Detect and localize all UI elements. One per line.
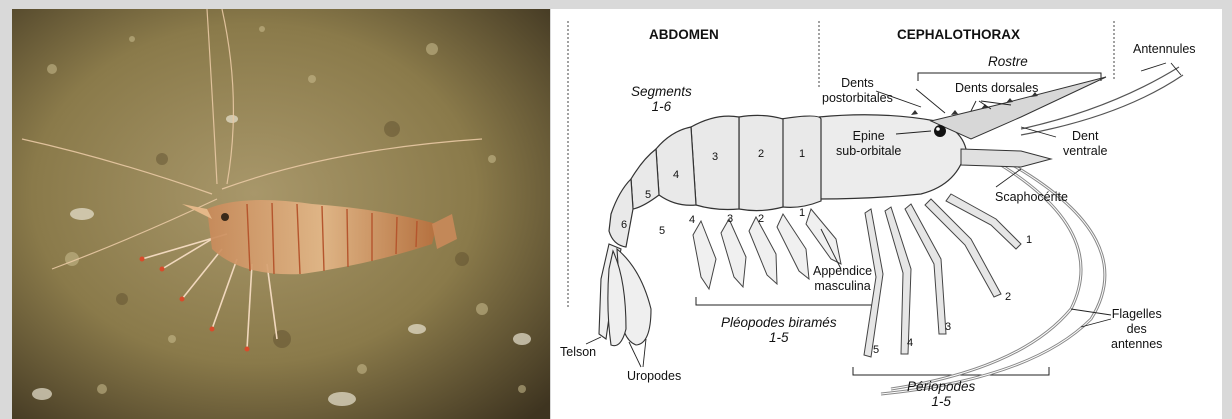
label-appendice-masculina: Appendice masculina [813, 264, 872, 294]
pleopod-number-2: 2 [758, 213, 764, 225]
heading-abdomen: ABDOMEN [649, 27, 719, 42]
label-rostre: Rostre [988, 54, 1028, 69]
segment-number-5: 5 [645, 189, 651, 201]
pleopod-number-3: 3 [727, 213, 733, 225]
anatomy-diagram: ABDOMEN CEPHALOTHORAX Rostre Antennules … [551, 9, 1222, 419]
periopod-number-2: 2 [1005, 291, 1011, 303]
label-segments: Segments 1-6 [631, 84, 692, 114]
segment-number-6: 6 [621, 219, 627, 231]
label-scaphocerite: Scaphocérite [995, 190, 1068, 205]
segment-number-1: 1 [799, 148, 805, 160]
label-pleopodes: Pléopodes biramés 1-5 [721, 315, 837, 345]
label-dents-postorbitales: Dents postorbitales [822, 76, 893, 106]
periopod-number-5: 5 [873, 344, 879, 356]
label-flagelles: Flagelles des antennes [1111, 307, 1162, 352]
label-telson: Telson [560, 345, 596, 360]
periopod-number-4: 4 [907, 337, 913, 349]
label-epine-sub-orbitale: Epine sub-orbitale [836, 129, 901, 159]
label-dent-ventrale: Dent ventrale [1063, 129, 1107, 159]
pleopod-number-1: 1 [799, 207, 805, 219]
label-dents-dorsales: Dents dorsales [955, 81, 1038, 96]
periopod-number-1: 1 [1026, 234, 1032, 246]
label-uropodes: Uropodes [627, 369, 681, 384]
segment-number-4: 4 [673, 169, 679, 181]
pleopod-number-5: 5 [659, 225, 665, 237]
periopod-number-3: 3 [945, 321, 951, 333]
label-periopodes: Périopodes 1-5 [907, 379, 975, 409]
label-antennules: Antennules [1133, 42, 1196, 57]
pleopod-number-4: 4 [689, 214, 695, 226]
segment-number-3: 3 [712, 151, 718, 163]
segment-number-2: 2 [758, 148, 764, 160]
shrimp-photo [12, 9, 550, 419]
heading-cephalothorax: CEPHALOTHORAX [897, 27, 1020, 42]
